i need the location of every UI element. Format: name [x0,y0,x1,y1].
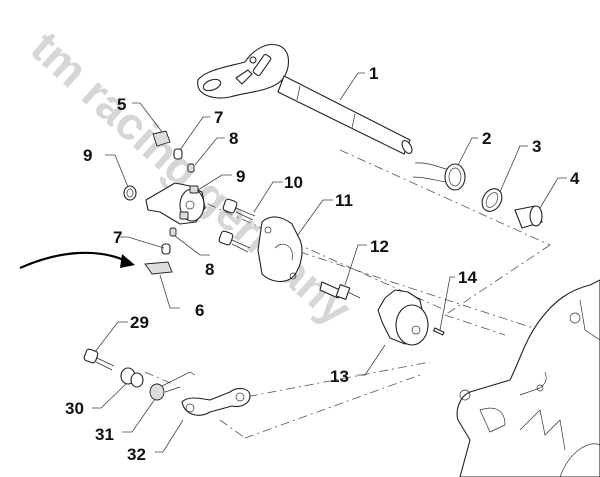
callout-30: 30 [65,399,84,418]
callout-9-washer: 9 [83,146,92,165]
callout-labels: 1 2 3 4 5 7 8 9 9 10 11 12 7 8 6 14 13 2… [65,64,580,464]
callout-11: 11 [335,191,353,210]
callout-5: 5 [117,95,126,114]
part-13-shift-drum-cam [377,289,429,346]
part-1-shift-shaft [197,44,413,155]
part-4-bushing [514,205,543,229]
callout-7-upper: 7 [214,108,223,127]
part-31-spring [149,371,196,401]
callout-12: 12 [370,237,389,256]
part-11-plate [257,216,303,282]
callout-7-lower: 7 [113,228,122,247]
direction-arrow [19,251,135,270]
callout-8-lower: 8 [205,260,214,279]
callout-13: 13 [330,367,349,386]
part-8-spring-lower [169,227,177,237]
part-10-screws [218,198,256,253]
callout-3: 3 [532,137,541,156]
assembly-centerlines [144,149,571,439]
callout-32: 32 [127,445,146,464]
callout-1: 1 [369,64,378,83]
callout-8-upper: 8 [229,129,238,148]
crankcase-housing [456,279,600,477]
callout-31: 31 [95,425,114,444]
part-7-pin-upper [173,148,183,160]
callout-10: 10 [284,173,303,192]
watermark-text: tm racing germany [21,21,362,335]
leader-lines [92,72,567,453]
callout-4: 4 [570,169,580,188]
part-14-dowel-pin [433,327,445,336]
callout-14: 14 [458,268,477,287]
part-7-pin-lower [161,243,171,255]
callout-6: 6 [195,301,204,320]
part-3-washer [481,188,503,212]
part-8-spring-upper [187,163,195,173]
callout-29: 29 [130,313,149,332]
part-12-stud-bolt [319,281,361,300]
part-29-screw [83,348,115,371]
callout-9-selector: 9 [236,167,245,186]
callout-2: 2 [482,129,491,148]
part-9-selector [145,182,206,225]
part-2-return-spring [412,162,466,191]
part-30-bushing [120,367,144,388]
part-9-washer [123,185,137,201]
part-6-pawl [144,261,173,275]
part-32-lever [181,387,251,416]
